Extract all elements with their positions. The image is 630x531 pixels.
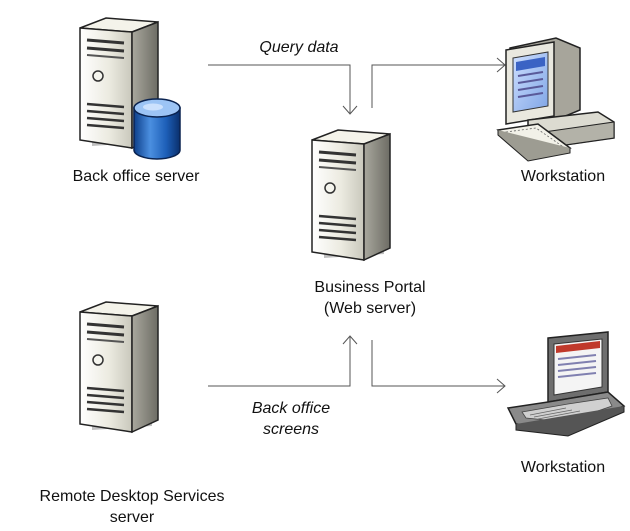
connector-query-data: [208, 64, 351, 114]
desktop-workstation-label: Workstation: [520, 168, 606, 185]
database-icon: [133, 98, 181, 160]
web-server-icon: [308, 128, 392, 262]
rds-server-subtitle: server: [109, 509, 155, 526]
arrowhead-back-office-screens: [342, 335, 358, 345]
business-portal-title: Business Portal: [314, 279, 426, 296]
back-office-screens-line1: Back office: [251, 400, 331, 417]
back-office-server-label: Back office server: [72, 168, 200, 185]
arrowhead-to-laptop: [496, 378, 506, 394]
remote-desktop-server-icon: [76, 300, 160, 434]
arrowhead-query-data: [342, 105, 358, 115]
back-office-screens-label: Back office screens: [236, 398, 346, 440]
connector-to-laptop: [371, 340, 505, 387]
laptop-workstation-icon: [506, 331, 626, 437]
laptop-workstation-label: Workstation: [520, 459, 606, 476]
query-data-label: Query data: [259, 39, 339, 56]
business-portal-subtitle: (Web server): [323, 300, 417, 317]
connector-back-office-screens: [208, 336, 351, 387]
rds-server-title: Remote Desktop Services: [39, 488, 225, 505]
connector-to-desktop: [371, 64, 505, 108]
desktop-workstation-icon: [496, 37, 615, 162]
arrowhead-to-desktop: [496, 57, 506, 73]
business-portal-label: Business Portal (Web server): [270, 277, 470, 319]
back-office-screens-line2: screens: [262, 421, 320, 438]
rds-server-label: Remote Desktop Services server: [0, 486, 264, 528]
back-office-server-icon: [76, 16, 181, 160]
